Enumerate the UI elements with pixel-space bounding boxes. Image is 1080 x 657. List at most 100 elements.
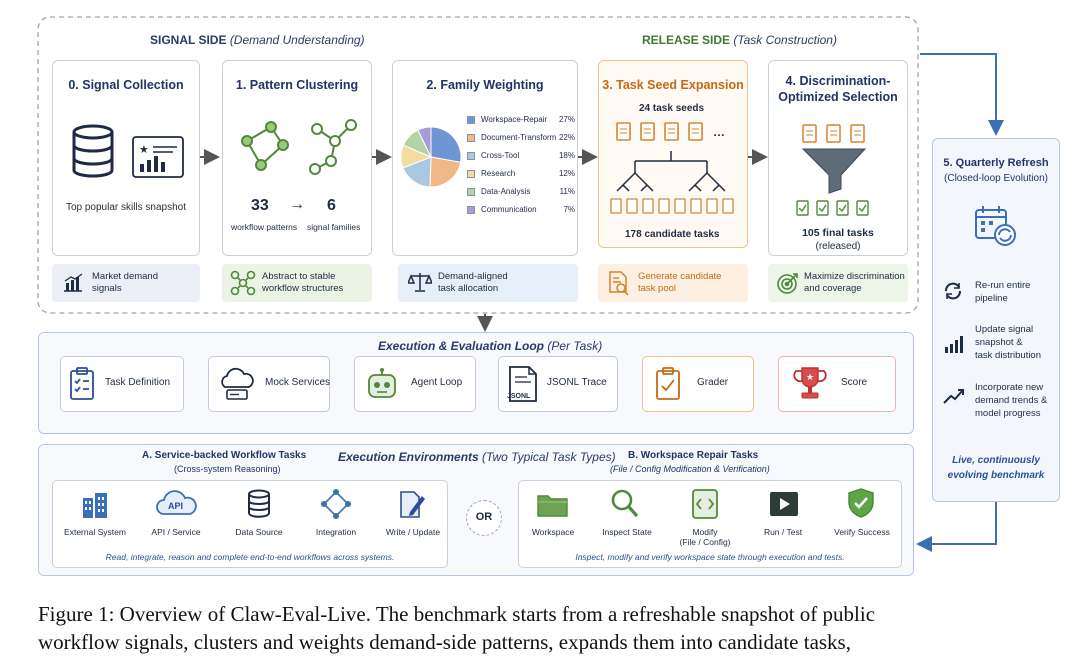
calendar-refresh-icon: [975, 206, 1016, 246]
run-play-icon: [770, 492, 798, 516]
env-b-item: Verify Success: [834, 527, 890, 537]
funnel-filter-icon: [796, 124, 869, 216]
write-update-icon: [400, 491, 425, 518]
weight-pct: 27%: [558, 115, 575, 124]
or-divider: [466, 500, 502, 536]
env-b-item: Inspect State: [602, 527, 652, 537]
checklist-icon: [70, 367, 94, 400]
weight-name: Research: [481, 169, 516, 178]
signal-bars-icon: [945, 336, 963, 353]
env-b-item: Run / Test: [763, 527, 803, 537]
svg-text:★: ★: [139, 144, 149, 156]
count-families: 6: [327, 197, 336, 214]
pie-slice: [429, 156, 462, 188]
weight-row: Communication 7%: [467, 203, 575, 221]
seed-count: 24 task seeds: [639, 103, 705, 114]
weight-pct: 12%: [558, 169, 575, 178]
refresh-subtitle: (Closed-loop Evolution): [944, 173, 1048, 184]
stage-task-seed-expansion: 3. Task Seed Expansion 24 task seeds … 1…: [598, 60, 748, 248]
count-patterns: 33: [251, 197, 269, 214]
env-a-item: API / Service: [151, 527, 201, 537]
integration-icon: [321, 489, 351, 519]
weight-swatch: [467, 116, 475, 124]
weight-swatch: [467, 170, 475, 178]
stage-pattern-clustering: 1. Pattern Clustering 33 → 6 workflow pa…: [222, 60, 372, 256]
weight-row: Data-Analysis 11%: [467, 185, 575, 203]
step-mock-services: Mock Services: [208, 356, 330, 412]
weight-name: Communication: [481, 205, 537, 214]
weight-pct: 22%: [558, 133, 575, 142]
api-cloud-icon: [156, 490, 197, 515]
env-b-subtitle: (File / Config Modification & Verificati…: [610, 464, 770, 474]
weight-name: Workspace-Repair: [481, 115, 548, 124]
env-a-desc: Read, integrate, reason and complete end…: [105, 552, 395, 562]
weight-name: Cross-Tool: [481, 151, 520, 160]
robot-icon: [368, 368, 396, 398]
released-label: (released): [815, 241, 861, 252]
weight-pct: 11%: [559, 187, 575, 196]
weight-swatch: [467, 206, 475, 214]
magnifier-icon: [611, 489, 639, 518]
env-a-item: External System: [64, 527, 126, 537]
step-grader: Grader: [642, 356, 754, 412]
signal-side-header: SIGNAL SIDE (Demand Understanding): [150, 33, 365, 47]
api-badge: API: [168, 501, 184, 511]
env-a-title: A. Service-backed Workflow Tasks: [142, 450, 307, 461]
cluster-graph-icon: [241, 119, 357, 175]
pie-slice: [430, 126, 462, 163]
step-agent-loop: Agent Loop: [354, 356, 476, 412]
step-score: ★ Score: [778, 356, 896, 412]
weight-name: Document-Transform: [481, 133, 557, 142]
jsonl-file-icon: [509, 366, 537, 402]
env-a-item: Data Source: [235, 527, 283, 537]
refresh-out-connector: [916, 502, 997, 552]
candidate-count: 178 candidate tasks: [625, 229, 720, 240]
weight-name: Data-Analysis: [481, 187, 531, 196]
weight-swatch: [467, 134, 475, 142]
clipboard-check-icon: [656, 367, 680, 400]
pie-slice: [417, 126, 432, 158]
weight-pct: 7%: [563, 205, 575, 214]
stage-title: 0. Signal Collection: [68, 78, 184, 92]
count-arrow: →: [289, 196, 305, 213]
svg-text:★: ★: [806, 372, 814, 382]
stage-title: 3. Task Seed Expansion: [602, 78, 744, 92]
weight-row: Workspace-Repair 27%: [467, 113, 575, 131]
refresh-title: 5. Quarterly Refresh: [943, 157, 1049, 169]
refresh-in-connector: [920, 53, 1004, 136]
bar-chart-icon: [64, 273, 83, 292]
env-a-item: Write / Update: [385, 527, 441, 537]
stage-discrimination-selection: 4. Discrimination-Optimized Selection 10…: [768, 60, 908, 256]
step-jsonl-trace: JSONL JSONL Trace: [498, 356, 618, 412]
env-b-item: Modify: [692, 527, 718, 537]
execution-loop-panel: [38, 332, 914, 434]
env-b-desc: Inspect, modify and verify workspace sta…: [575, 552, 845, 562]
jsonl-badge: JSONL: [507, 393, 531, 400]
release-side-header: RELEASE SIDE (Task Construction): [642, 33, 837, 47]
weight-row: Research 12%: [467, 167, 575, 185]
weights-pie-chart: [400, 126, 462, 188]
cloud-server-icon: [221, 367, 254, 400]
execution-header: Execution & Evaluation Loop (Per Task): [378, 339, 603, 353]
stage-title: 4. Discrimination-Optimized Selection: [778, 74, 898, 104]
env-b-item: Workspace: [531, 527, 575, 537]
label-patterns: workflow patterns: [231, 222, 298, 232]
caption-line-2: workflow signals, clusters and weights d…: [38, 630, 851, 654]
refresh-icon: [945, 282, 961, 300]
quarterly-refresh-panel: 5. Quarterly Refresh (Closed-loop Evolut…: [932, 138, 1060, 502]
building-icon: [83, 493, 107, 518]
target-icon: [777, 273, 798, 294]
database-icon: ★: [72, 124, 184, 178]
caption-line-1: Figure 1: Overview of Claw-Eval-Live. Th…: [38, 602, 876, 626]
scale-icon: [408, 273, 432, 292]
